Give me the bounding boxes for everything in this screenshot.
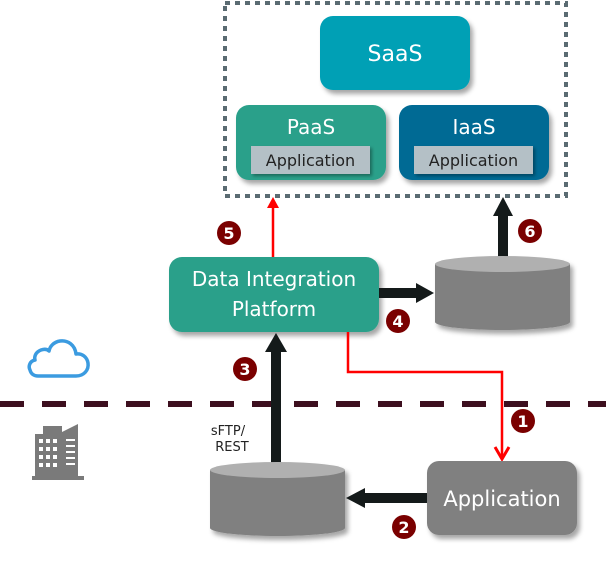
step-badge-2: 2 bbox=[392, 515, 416, 539]
paas-label: PaaS bbox=[287, 115, 335, 139]
svg-text:3: 3 bbox=[239, 360, 250, 379]
step-badge-5: 5 bbox=[217, 221, 241, 245]
step-badge-6: 6 bbox=[518, 219, 542, 243]
cloud-icon bbox=[27, 339, 90, 378]
svg-text:6: 6 bbox=[524, 222, 535, 241]
svg-text:5: 5 bbox=[223, 224, 234, 243]
data-integration-platform-box[interactable]: Data Integration Platform bbox=[169, 257, 379, 332]
flow-arrow-1 bbox=[346, 332, 511, 462]
iaas-box[interactable]: IaaS Application bbox=[399, 105, 549, 180]
flow-arrow-5 bbox=[267, 197, 279, 257]
saas-box[interactable]: SaaS bbox=[320, 16, 470, 90]
iaas-label: IaaS bbox=[452, 115, 495, 139]
svg-text:1: 1 bbox=[517, 412, 528, 431]
step-badge-1: 1 bbox=[511, 409, 535, 433]
svg-text:4: 4 bbox=[392, 312, 403, 331]
onprem-application-box[interactable]: Application bbox=[427, 461, 577, 535]
dip-label-line1: Data Integration bbox=[192, 267, 356, 291]
onprem-application-label: Application bbox=[443, 487, 560, 511]
flow-arrow-3 bbox=[265, 333, 287, 464]
protocol-label-line1: sFTP/ bbox=[211, 424, 246, 439]
paas-application-box[interactable]: Application bbox=[251, 146, 370, 174]
flow-arrow-4 bbox=[379, 283, 434, 303]
iaas-application-label: Application bbox=[429, 151, 518, 170]
saas-label: SaaS bbox=[368, 42, 423, 67]
svg-text:2: 2 bbox=[398, 518, 409, 537]
onprem-storage-cylinder[interactable] bbox=[210, 462, 345, 536]
flow-arrow-6 bbox=[493, 197, 513, 257]
paas-application-label: Application bbox=[266, 151, 355, 170]
protocol-label-line2: REST bbox=[215, 440, 248, 455]
cloud-services-container bbox=[223, 1, 568, 198]
flow-arrow-2 bbox=[346, 488, 427, 508]
cloud-storage-cylinder[interactable] bbox=[435, 256, 570, 330]
paas-box[interactable]: PaaS Application bbox=[236, 105, 386, 180]
iaas-application-box[interactable]: Application bbox=[414, 146, 533, 174]
building-icon bbox=[32, 424, 84, 480]
dip-label-line2: Platform bbox=[232, 297, 316, 321]
step-badge-3: 3 bbox=[233, 357, 257, 381]
step-badge-4: 4 bbox=[386, 309, 410, 333]
